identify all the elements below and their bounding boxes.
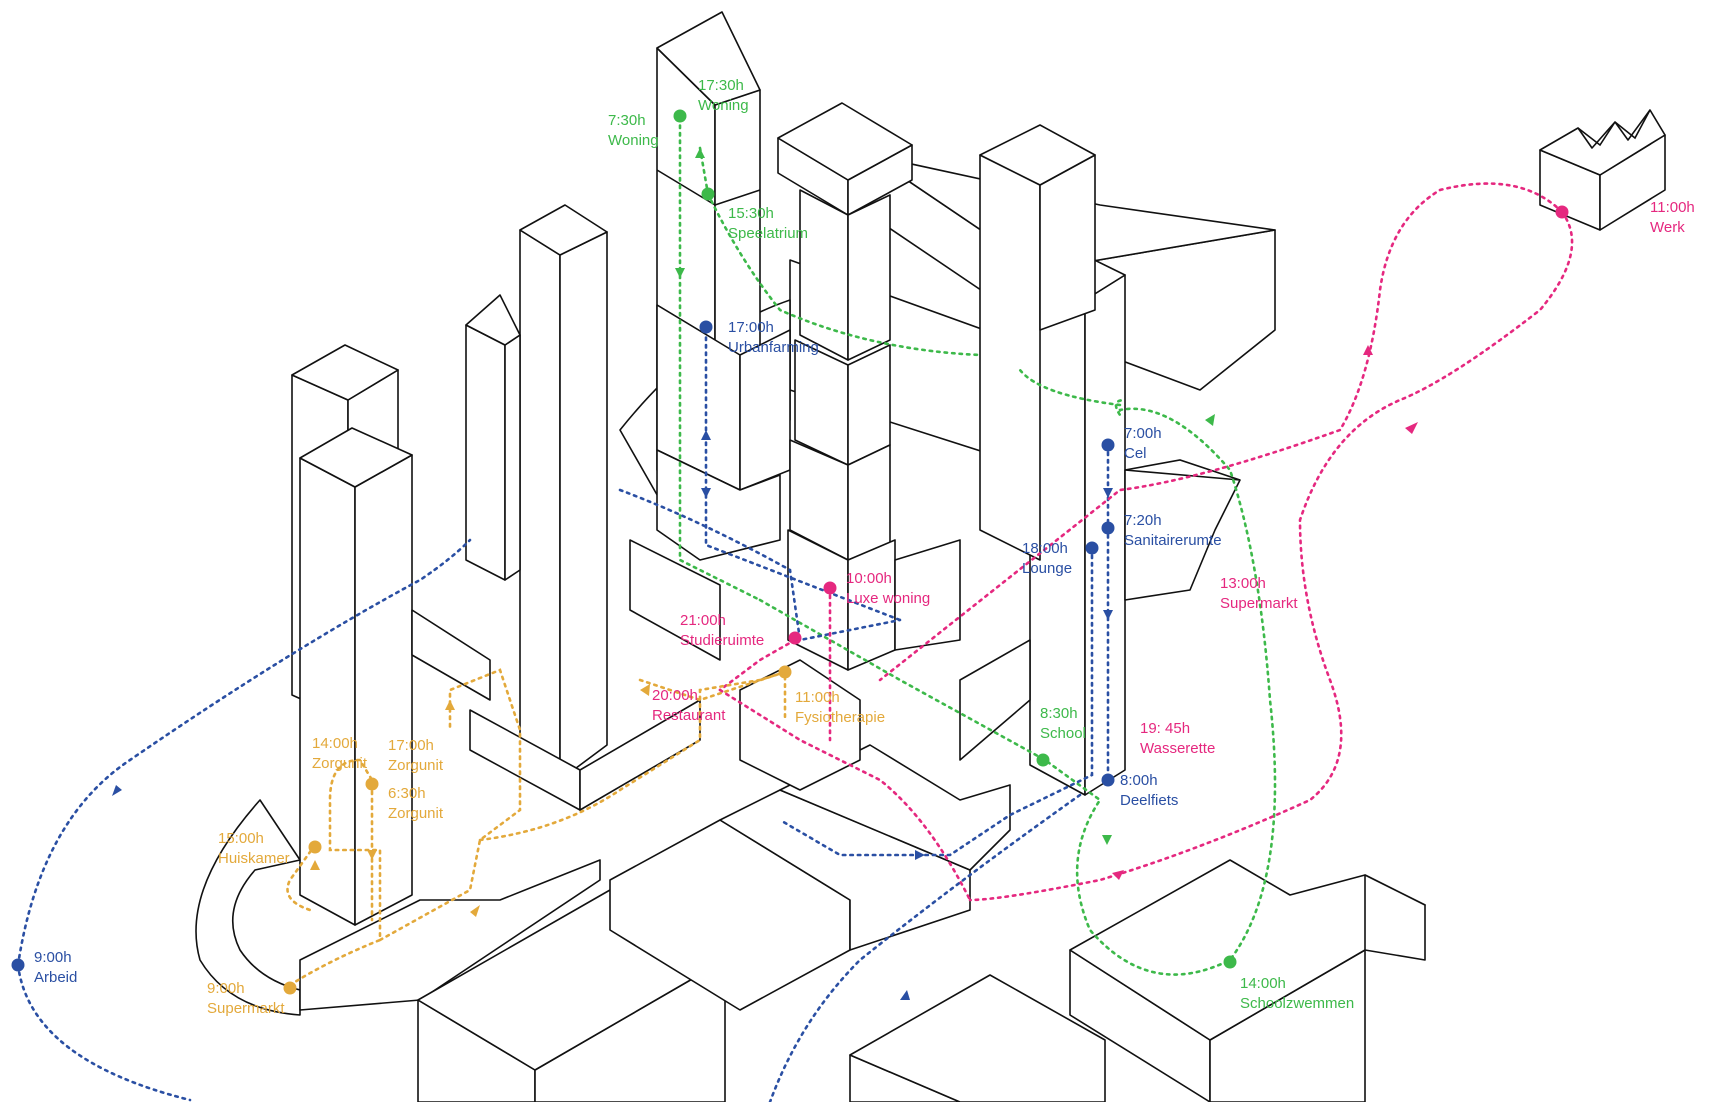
tower-far-left-front [299, 427, 413, 926]
central-plaza [609, 744, 1011, 1011]
arrow-orange [310, 860, 320, 870]
arrow-blue [112, 785, 122, 796]
building-schoolzwemmen [1069, 859, 1426, 1102]
node-blue-lounge [1085, 541, 1099, 555]
node-blue-deelfiets [1101, 773, 1115, 787]
building-factory [1539, 109, 1666, 231]
buildings [195, 11, 1666, 1102]
node-blue-arbeid [11, 958, 25, 972]
route-orange [286, 668, 787, 987]
node-orange-supermarkt [283, 981, 297, 995]
arrow-blue [1103, 610, 1113, 620]
arrow-blue [701, 488, 711, 498]
arrow-blue [900, 990, 910, 1000]
arrow-blue [915, 850, 925, 860]
building-right-bottom [849, 974, 1106, 1102]
arrow-pink [1363, 345, 1373, 355]
arrow-green [1102, 835, 1112, 845]
arrow-pink [1112, 870, 1124, 880]
arrow-pink [1405, 422, 1418, 434]
route-green [678, 116, 1277, 976]
node-green-speelatrium [701, 187, 715, 201]
node-pink-luxe [823, 581, 837, 595]
arrow-blue [701, 430, 711, 440]
tower-left-back [465, 294, 521, 581]
node-green-school [1036, 753, 1050, 767]
arrows [112, 148, 1418, 1000]
tower-right-back [979, 124, 1096, 561]
arrow-green [695, 148, 705, 158]
arrow-orange [445, 700, 455, 710]
node-blue-cel [1101, 438, 1115, 452]
node-orange-huiskamer [308, 840, 322, 854]
arrow-blue [1103, 488, 1113, 498]
node-pink-werk [1555, 205, 1569, 219]
node-orange-fysio [778, 665, 792, 679]
building-urbanfarming [656, 304, 791, 561]
route-blue [16, 328, 1110, 1102]
node-green-schoolzwemmen [1223, 955, 1237, 969]
node-orange-zorgunit [365, 777, 379, 791]
node-blue-urbanfarming [699, 320, 713, 334]
tower-left-tall [519, 204, 608, 781]
tower-central-stacked [777, 102, 913, 671]
node-blue-sanitaire [1101, 521, 1115, 535]
podium-left [195, 609, 701, 1016]
arrow-orange [640, 684, 650, 696]
arrow-orange [367, 850, 377, 860]
arrow-green [675, 268, 685, 278]
arrow-orange [470, 905, 480, 917]
route-pink [718, 182, 1574, 902]
node-green-woning [673, 109, 687, 123]
building-supermarkt-right [1124, 459, 1241, 601]
nodes [11, 109, 1569, 995]
arrow-green [1205, 414, 1215, 426]
node-pink-studie [788, 631, 802, 645]
